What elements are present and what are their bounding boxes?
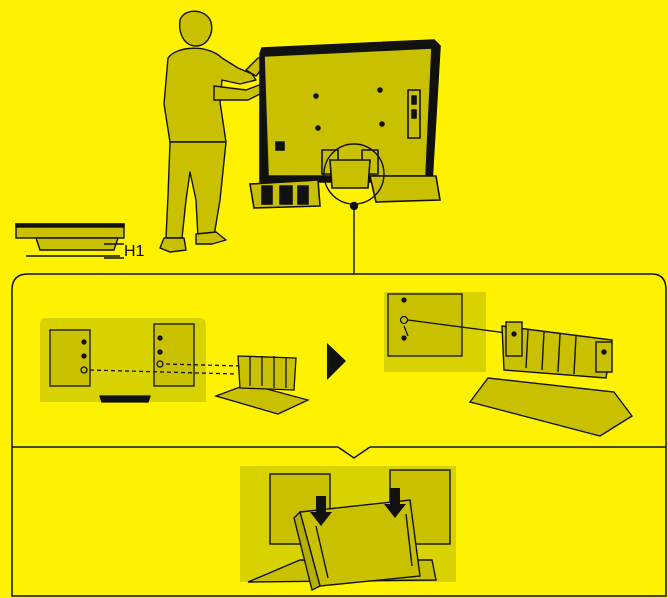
height-marker-label: H1	[124, 243, 144, 261]
tv-stand-attached-view	[240, 466, 456, 590]
tv-back-closeup	[384, 292, 514, 372]
next-step-arrow-icon	[327, 343, 346, 380]
tv-back-bracket-view	[40, 318, 240, 402]
stand-side-view	[16, 224, 124, 258]
person-figure	[160, 11, 266, 252]
stand-assembly-small	[216, 356, 308, 414]
stand-assembly-large	[470, 322, 632, 436]
